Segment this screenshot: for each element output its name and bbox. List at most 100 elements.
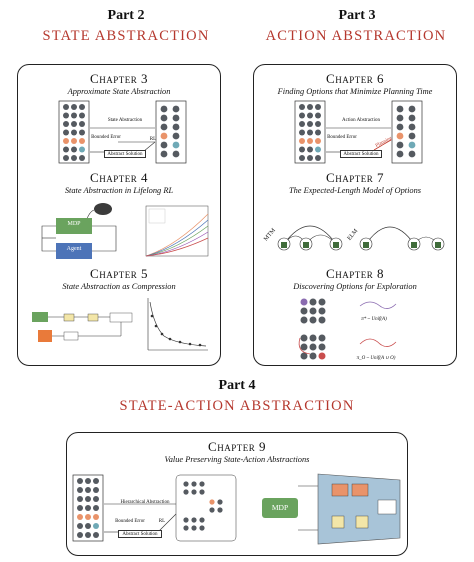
tradeoff-point [150,314,154,318]
part2-subtitle: STATE ABSTRACTION [42,28,210,44]
graph-node [315,138,321,144]
robot-glyph [281,242,287,248]
graph-node [85,478,91,484]
ch4-mdp-label: MDP [67,221,81,227]
graph-node [79,121,85,127]
tradeoff-point [154,324,158,328]
tradeoff-point [198,343,202,347]
ch9-abstract-solution-box: Abstract Solution [118,530,162,538]
graph-node [79,146,85,153]
graph-node [93,523,99,529]
graph-node [396,150,404,158]
graph-node [160,123,168,131]
graph-node [299,155,305,161]
graph-node [77,532,83,538]
graph-node [172,105,180,113]
chapter4-loop-diagram [41,203,117,259]
chapter6-label: Chapter 6 [326,71,384,86]
ch3-state-abstraction-label: State Abstraction [107,118,143,123]
graph-node [209,499,215,505]
part4-subtitle: STATE-ACTION ABSTRACTION [119,398,355,414]
chapter3-figure [58,100,187,164]
graph-node [71,155,77,161]
graph-node [199,525,205,531]
chapter4-learning-curves [145,205,209,257]
graph-node [79,155,85,161]
graph-node [396,114,404,122]
graph-node [191,489,197,495]
graph-node [318,343,326,351]
graph-node [79,129,85,136]
chapter9-label: Chapter 9 [208,439,266,454]
graph-node [217,507,223,513]
graph-node [396,141,404,149]
graph-node [309,307,317,315]
graph-node [93,487,99,493]
chapter9-title: Value Preserving State-Action Abstractio… [164,455,310,464]
graph-node [63,129,69,136]
graph-node [199,489,205,495]
graph-node [318,298,326,306]
graph-node [309,334,317,342]
graph-node [63,155,69,161]
chapter3-label: Chapter 3 [90,71,148,86]
ch9-mdp-label: MDP [271,503,289,512]
graph-node [172,150,180,158]
graph-node [408,105,416,113]
graph-node [408,114,416,122]
graph-node [309,316,317,324]
graph-node [307,129,313,136]
graph-node [71,129,77,136]
graph-node [63,138,69,144]
chapter7-models-diagram [277,225,445,251]
tradeoff-point [168,337,172,341]
tradeoff-point [178,340,182,344]
graph-node [160,132,168,140]
graph-node [209,507,215,513]
chapter5-tradeoff-plot [147,298,208,351]
graph-node [71,146,77,153]
graph-node [160,141,168,149]
graph-node [85,496,91,502]
graph-node [93,532,99,538]
part3-subtitle: ACTION ABSTRACTION [265,28,447,44]
graph-node [79,104,85,110]
graph-node [408,141,416,149]
ch3-rl-label: RL [149,137,157,142]
graph-node [160,150,168,158]
graph-node [307,104,313,110]
ch9-rl-label: RL [158,519,166,524]
robot-glyph [435,242,441,248]
robot-glyph [411,242,417,248]
ch6-bounded-error-label: Bounded Error [327,135,357,140]
graph-node [315,112,321,119]
graph-node [315,146,321,153]
graph-node [71,112,77,119]
graph-node [300,298,308,306]
chapter7-label: Chapter 7 [326,170,384,185]
graph-node [408,123,416,131]
graph-node [85,487,91,493]
graph-node [299,112,305,119]
graph-node [85,532,91,538]
graph-node [199,517,205,523]
graph-node [217,499,223,505]
graph-node [183,489,189,495]
graph-node [307,112,313,119]
ch8-random-policy-label: π* ~ Unif(A) [361,317,387,322]
graph-node [300,343,308,351]
graph-node [315,104,321,110]
chapter7-title: The Expected-Length Model of Options [288,186,422,195]
graph-node [396,123,404,131]
graph-node [307,138,313,144]
graph-node [79,138,85,144]
graph-node [63,121,69,127]
tradeoff-point [160,332,164,336]
graph-node [85,514,91,520]
graph-node [318,334,326,342]
graph-node [160,114,168,122]
graph-node [71,121,77,127]
graph-node [63,112,69,119]
graph-node [300,307,308,315]
ch3-abstract-solution-box: Abstract Solution [104,150,146,158]
